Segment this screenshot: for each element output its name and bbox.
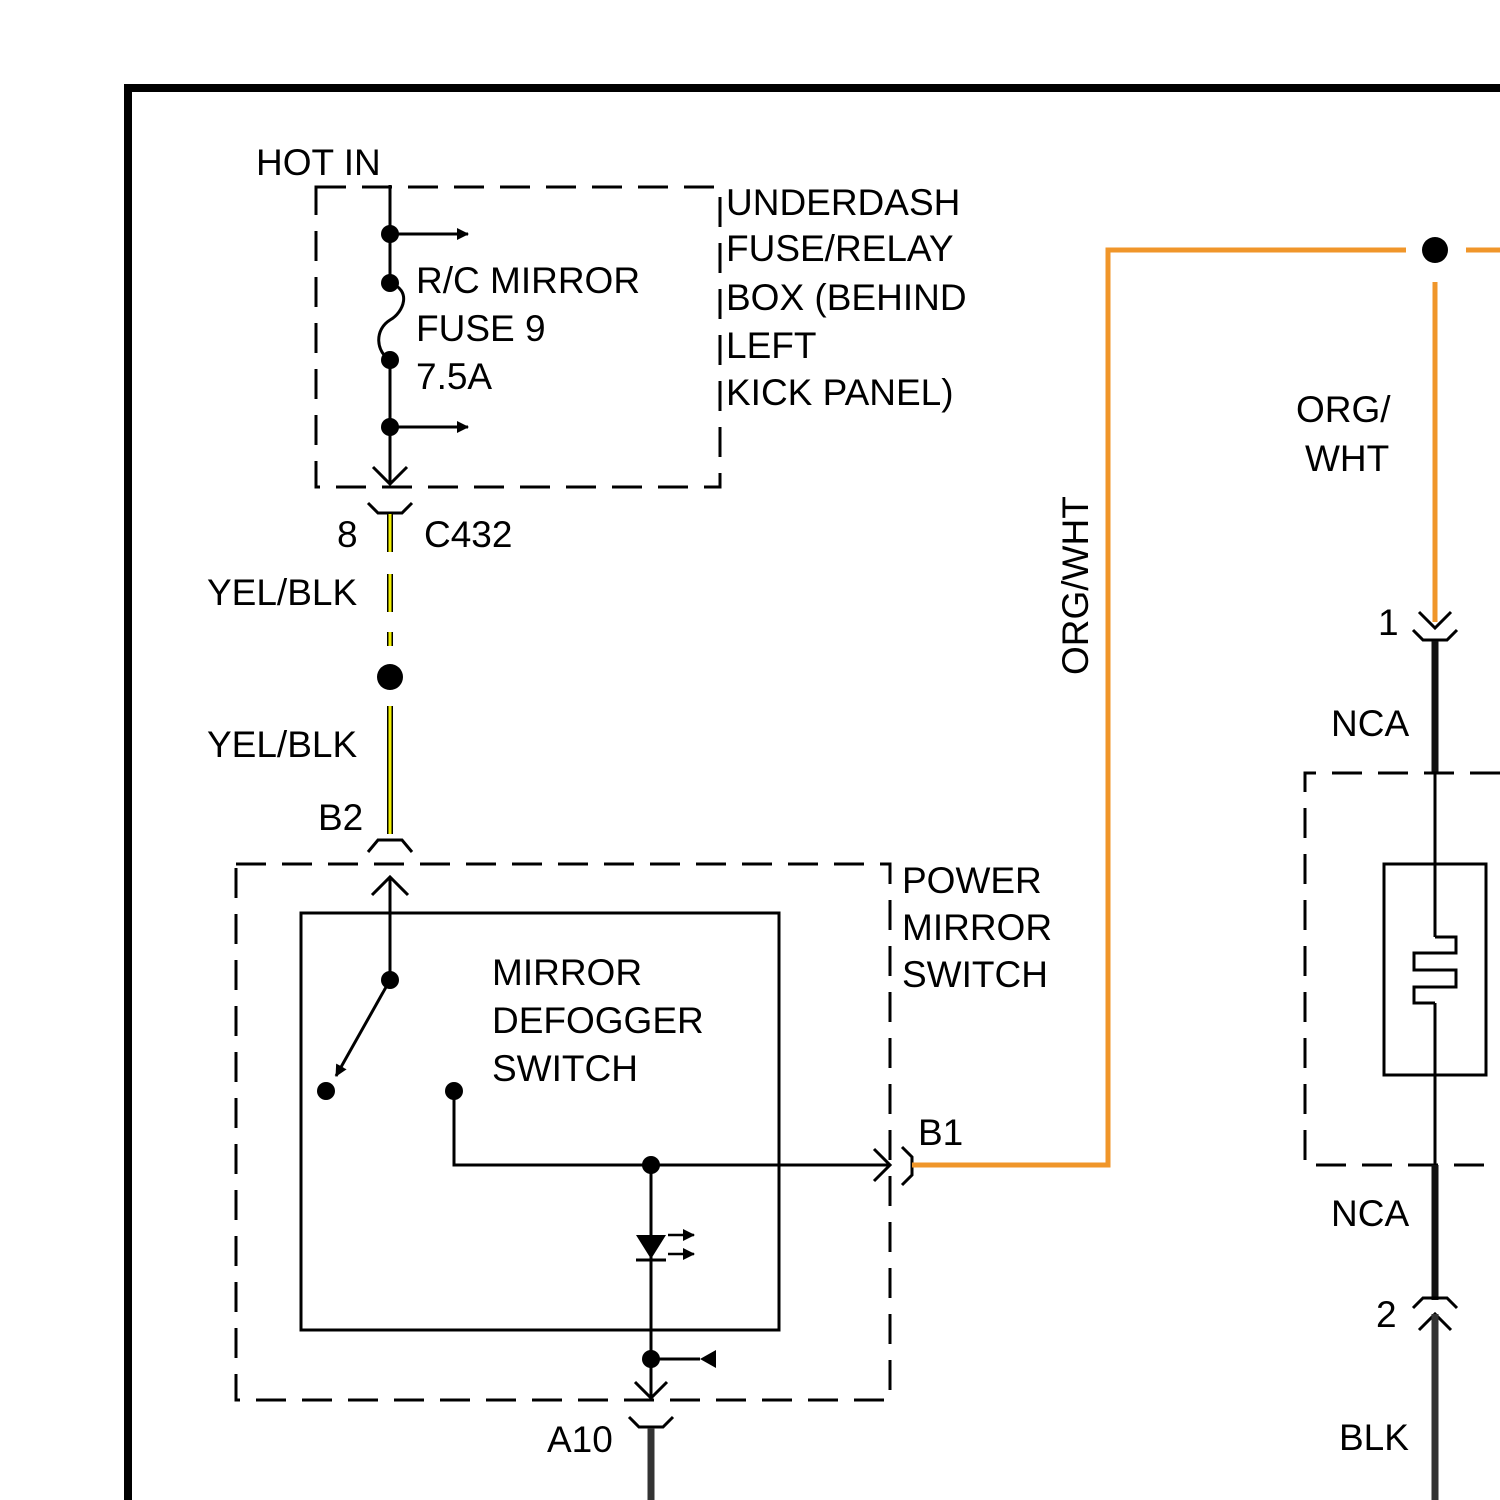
c432-connector-female [368,503,412,513]
splice-point [1422,237,1448,263]
b1-connector-female [902,1147,912,1185]
fuse-label-line2: FUSE 9 [416,308,546,349]
splice-point [377,664,403,690]
fuse-relay-box-label-line5: KICK PANEL) [726,372,954,413]
indicator-led-icon [636,1235,666,1259]
power-mirror-switch-label-line1: POWER [902,860,1042,901]
org-wht-label-right-line1: ORG/ [1296,389,1391,430]
yel-blk-label-lower: YEL/BLK [207,724,357,765]
org-wht-label-vertical: ORG/WHT [1055,496,1096,675]
pin2-connector-female [1413,1298,1457,1308]
fuse-relay-box-label-line4: LEFT [726,325,816,366]
blk-label: BLK [1339,1417,1409,1458]
c432-connector-name: C432 [424,514,512,555]
pin-b1-label: B1 [918,1112,963,1153]
mirror-defogger-switch-label-line3: SWITCH [492,1048,638,1089]
fuse-relay-box-label-line1: UNDERDASH [726,182,960,223]
fuse-label-line1: R/C MIRROR [416,260,640,301]
pin1-connector-female [1413,630,1457,640]
pin-b2-label: B2 [318,797,363,838]
mirror-heater-outline [1305,773,1500,1165]
power-mirror-switch-label-line3: SWITCH [902,954,1048,995]
fuse-relay-box-label-line3: BOX (BEHIND [726,277,967,318]
b2-connector-female [368,840,412,852]
fuse-relay-box-label-line2: FUSE/RELAY [726,228,954,269]
fuse-symbol [379,283,404,360]
illumination-feed-arrow-icon [700,1350,716,1368]
hot-in-label: HOT IN [256,142,381,183]
power-mirror-switch-outline [236,864,890,1400]
fuse-label-line3: 7.5A [416,356,492,397]
switch-blade [336,980,390,1076]
yel-blk-label-upper: YEL/BLK [207,572,357,613]
nca-label-upper: NCA [1331,703,1409,744]
nca-label-lower: NCA [1331,1193,1409,1234]
heater-element-icon [1414,937,1456,1003]
switch-contact-open [317,1082,335,1100]
mirror-defogger-switch-label-line1: MIRROR [492,952,642,993]
c432-pin-number: 8 [337,514,358,555]
right-connector-pin1-label: 1 [1378,602,1399,643]
pin-a10-label: A10 [547,1419,613,1460]
a10-connector-female [629,1417,673,1427]
right-connector-pin2-label: 2 [1376,1294,1397,1335]
power-mirror-switch-label-line2: MIRROR [902,907,1052,948]
org-wht-label-right-line2: WHT [1305,438,1389,479]
mirror-defogger-switch-label-line2: DEFOGGER [492,1000,704,1041]
switch-output-wire [454,1091,888,1165]
